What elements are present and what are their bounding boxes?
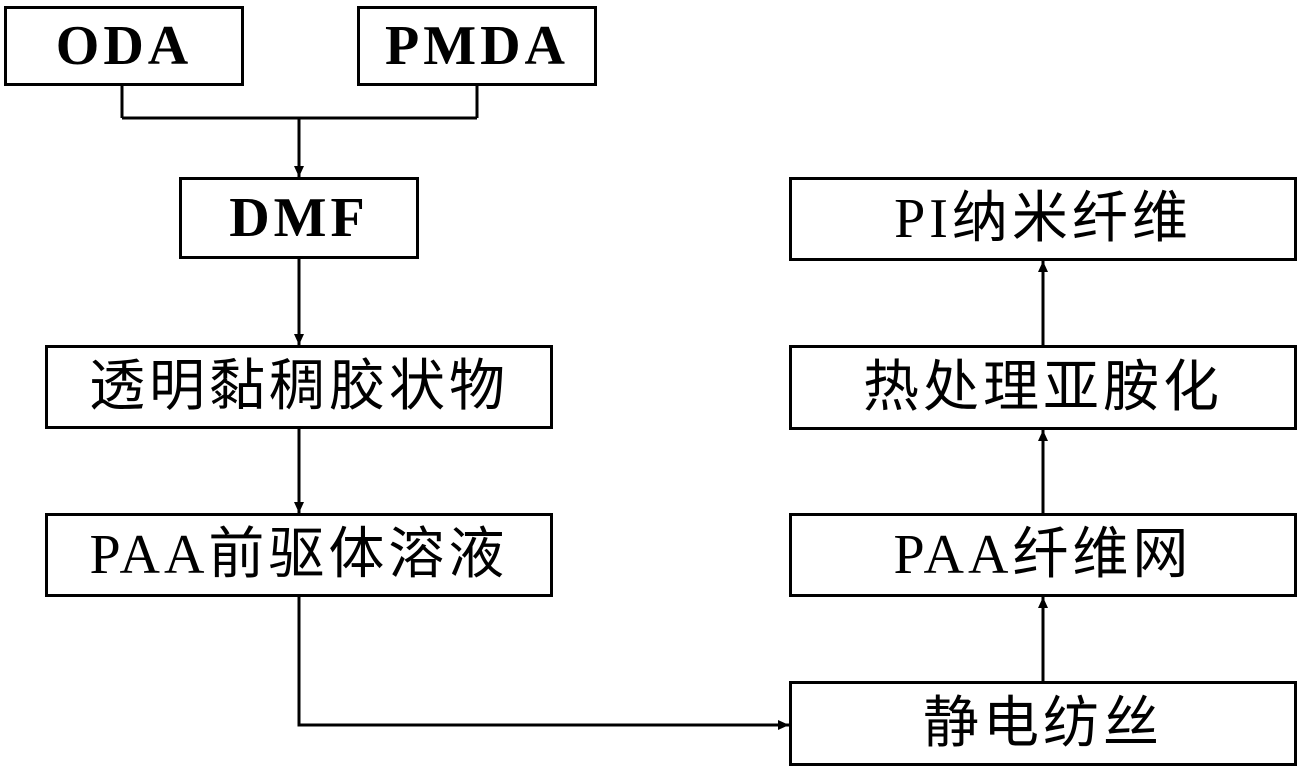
node-oda: ODA bbox=[4, 6, 244, 86]
node-paa-solution: PAA前驱体溶液 bbox=[45, 513, 553, 597]
arrow-solution-to-electrospinning bbox=[297, 597, 789, 730]
node-pi-nanofiber: PI纳米纤维 bbox=[789, 177, 1297, 261]
node-imidization: 热处理亚胺化 bbox=[789, 345, 1297, 430]
node-paa-fiber-web-label: PAA纤维网 bbox=[893, 524, 1193, 586]
node-imidization-label: 热处理亚胺化 bbox=[863, 356, 1223, 419]
node-dmf-label: DMF bbox=[229, 187, 369, 249]
node-pi-nanofiber-label: PI纳米纤维 bbox=[894, 188, 1192, 250]
node-gel: 透明黏稠胶状物 bbox=[45, 345, 553, 429]
node-paa-fiber-web: PAA纤维网 bbox=[789, 513, 1297, 597]
node-oda-label: ODA bbox=[55, 15, 193, 77]
node-pmda: PMDA bbox=[357, 6, 597, 86]
node-paa-solution-label: PAA前驱体溶液 bbox=[89, 524, 509, 586]
node-pmda-label: PMDA bbox=[385, 15, 569, 77]
node-electrospinning: 静电纺丝 bbox=[789, 681, 1297, 766]
node-gel-label: 透明黏稠胶状物 bbox=[89, 356, 509, 418]
node-electrospinning-label: 静电纺丝 bbox=[923, 692, 1163, 755]
node-dmf: DMF bbox=[179, 177, 419, 259]
